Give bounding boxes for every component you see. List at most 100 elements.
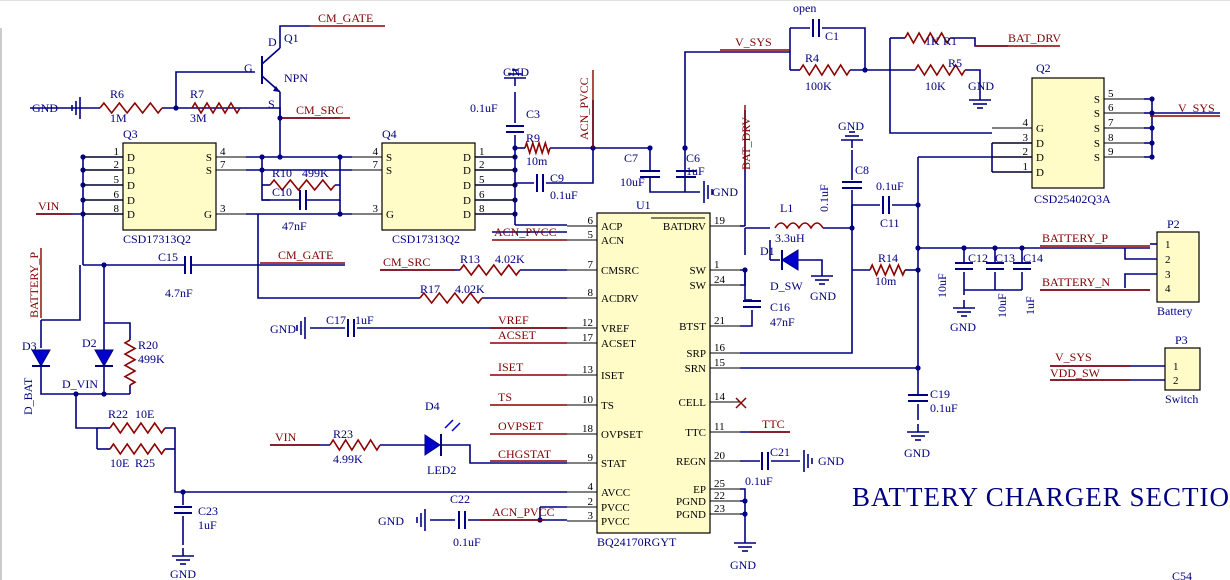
q3-pin-num: 3: [220, 203, 226, 215]
u1-pin-num: 24: [714, 274, 726, 286]
c21-ref: C21: [770, 445, 790, 459]
u1-pin-name: ISET: [601, 370, 625, 382]
r17-val: 4.02K: [455, 282, 485, 296]
q4-pin-num: 8: [479, 203, 485, 215]
u1-pin-name: PVCC: [601, 516, 630, 528]
junction: [1149, 140, 1155, 146]
wires: [30, 25, 1220, 545]
u1-pin-num: 22: [714, 490, 725, 502]
u1-pin-name: TTC: [685, 427, 706, 439]
r4-ref: R4: [805, 51, 819, 65]
net-cm-src-u1: CM_SRC: [383, 255, 430, 269]
u1-pin-name: EP: [693, 484, 706, 496]
q4-pin-name: D: [463, 180, 471, 192]
u1-pin-num: 15: [714, 357, 726, 369]
c15-val: 4.7nF: [165, 286, 193, 300]
u1-pin-num: 4: [588, 481, 594, 493]
q3-pin-num: 5: [114, 174, 120, 186]
q3-pin-name: D: [127, 180, 135, 192]
junction: [915, 365, 921, 371]
p2-ref: P2: [1167, 217, 1180, 231]
u1-pin-name: REGN: [676, 456, 706, 468]
u1-pin-name: VREF: [601, 323, 629, 335]
q4-pin-name: D: [463, 195, 471, 207]
net-acset: ACSET: [498, 328, 537, 342]
u1-pin-name: CELL: [679, 397, 707, 409]
u1-pin-num: 20: [714, 450, 726, 462]
r25-ref: R25: [135, 456, 155, 470]
wire: [257, 214, 420, 299]
resistor: [524, 140, 551, 156]
resistor: [123, 339, 137, 386]
wire: [798, 259, 823, 268]
c16-val: 47nF: [770, 315, 795, 329]
c6-val: 1uF: [686, 164, 705, 178]
q2-pin-num: 8: [1108, 132, 1114, 144]
q4-pin-name: D: [463, 152, 471, 164]
q2-pin-name: G: [1036, 123, 1044, 135]
c10-ref: C10: [272, 185, 292, 199]
gnd-label: GND: [503, 65, 529, 79]
r1-val: 1K: [925, 34, 940, 48]
resistor: [904, 31, 951, 45]
u1-pin-name: SW: [690, 280, 707, 292]
r13-ref: R13: [460, 252, 480, 266]
wire: [965, 69, 981, 92]
p2-pin-num: 1: [1165, 239, 1171, 251]
u1-pin-num: 25: [714, 478, 726, 490]
c16-ref: C16: [770, 300, 790, 314]
gnd-label: GND: [730, 558, 756, 572]
u1-pin-name: SRP: [686, 348, 706, 360]
q1-g: G: [244, 61, 253, 75]
q4-pin-num: 7: [373, 159, 379, 171]
wire: [279, 25, 310, 48]
q4-pin-name: G: [386, 209, 394, 221]
junction: [682, 145, 688, 151]
q2-pin-num: 1: [1023, 161, 1029, 173]
d3-ref: D3: [22, 339, 37, 353]
q1-type: NPN: [284, 71, 308, 85]
wire: [165, 427, 176, 449]
u1-pin-name: AVCC: [601, 487, 630, 499]
q3-pin-name: G: [204, 209, 212, 221]
q3-pin-name: S: [206, 152, 212, 164]
c23-ref: C23: [198, 504, 218, 518]
c11-val: 0.1uF: [876, 179, 904, 193]
q4-part: CSD17313Q2: [392, 232, 460, 246]
c6-ref: C6: [686, 151, 700, 165]
junction: [277, 154, 283, 160]
cell-noconnect: [735, 397, 747, 409]
u1-pin-num: 16: [714, 342, 726, 354]
c19-ref: C19: [930, 387, 950, 401]
q3-body: [122, 142, 217, 231]
wire: [950, 37, 1008, 47]
net-vref: VREF: [498, 313, 529, 327]
c11-ref: C11: [880, 216, 900, 230]
u1-pin-name: STAT: [601, 458, 627, 470]
u1-pin-name: ACSET: [601, 338, 636, 350]
d3-val: D_BAT: [21, 377, 35, 415]
c21-val: 0.1uF: [745, 474, 773, 488]
wire: [1124, 273, 1157, 288]
q3-pin-name: D: [127, 165, 135, 177]
wire: [41, 290, 81, 321]
c22-ref: C22: [450, 492, 470, 506]
gnd-label: GND: [32, 101, 58, 115]
q1-ref: Q1: [284, 31, 299, 45]
r7-ref: R7: [190, 87, 204, 101]
d1-ref: D1: [760, 244, 775, 258]
p2-pin-num: 2: [1165, 254, 1171, 266]
u1-pin-name: ACN: [601, 235, 624, 247]
q4-body: [381, 142, 476, 231]
r23-ref: R23: [333, 427, 353, 441]
wire: [1124, 248, 1157, 260]
net-battery-p-vertical: BATTERY_P: [27, 252, 41, 318]
resistor: [799, 63, 851, 77]
wire: [546, 148, 594, 184]
u1-pin-num: 9: [588, 452, 594, 464]
q2-pin-name: D: [1036, 152, 1044, 164]
p3-ref: P3: [1175, 333, 1188, 347]
q4-pin-num: 4: [373, 146, 379, 158]
u1-ref: U1: [636, 198, 651, 212]
